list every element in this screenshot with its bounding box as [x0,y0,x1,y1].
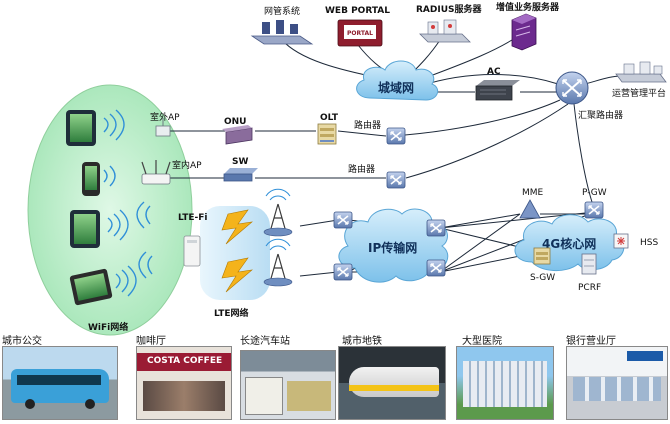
wifi-network-label: WiFi网络 [88,321,128,333]
ip-router-3[interactable] [426,219,446,237]
router-2-label: 路由器 [348,163,375,175]
lte-network-label: LTE网络 [214,307,249,319]
aggregation-router-label: 汇聚路由器 [578,109,623,121]
indoor-ap-label: 室内AP [172,159,202,171]
lte-signal-bolts [221,209,253,293]
metro-network-cloud: 城域网 [356,60,439,101]
onu-label: ONU [224,117,247,127]
scene-caption-hospital: 大型医院 [462,336,502,347]
aggregation-router[interactable]: 汇聚路由器 [555,71,623,121]
router-1-label: 路由器 [354,119,381,131]
ac-label: AC [487,67,501,77]
ac-controller[interactable]: AC [475,67,520,101]
scene-photo-bus [2,346,118,420]
ops-platform[interactable]: 运营管理平台 [612,61,667,99]
tablet-device [69,268,113,306]
scene-caption-metro: 城市地铁 [342,336,382,347]
router-1[interactable]: 路由器 [354,119,406,145]
mme-node[interactable]: MME [519,188,544,219]
pgw-node[interactable]: P-GW [582,188,607,219]
value-added-label: 增值业务服务器 [496,1,560,13]
nms-server[interactable]: 网管系统 [250,5,314,45]
ip-router-4[interactable] [426,259,446,277]
pcrf-node[interactable]: PCRF [578,253,601,293]
scene-photo-metro [338,346,446,420]
hss-node[interactable]: HSS [613,233,658,249]
scene-caption-bus: 城市公交 [2,336,42,347]
switch-label: SW [232,157,248,167]
scene-caption-bus-station: 长途汽车站 [240,336,290,347]
web-portal-label: WEB PORTAL [325,6,390,16]
scene-photo-cafe: COSTA COFFEE [136,346,232,420]
pcrf-label: PCRF [578,283,601,293]
olt-device[interactable]: OLT [317,113,339,145]
nms-label: 网管系统 [264,5,300,17]
switch-device[interactable]: SW [223,157,258,182]
outdoor-ap-label: 室外AP [150,111,180,123]
smartphone-1 [66,110,96,146]
value-added-server[interactable]: 增值业务服务器 [496,1,560,51]
onu-device[interactable]: ONU [222,117,253,145]
ip-router-2[interactable] [333,263,353,281]
radius-label: RADIUS服务器 [416,3,483,15]
lte-fi-label: LTE-Fi [178,213,208,223]
router-2[interactable]: 路由器 [348,163,406,189]
core-4g-label: 4G核心网 [542,236,596,251]
metro-label: 城域网 [378,80,414,95]
ip-network-cloud: IP传输网 [338,208,449,283]
lte-zone [200,206,270,300]
portal-screen-text: PORTAL [347,30,373,37]
scene-photo-bank [566,346,668,420]
base-station-1[interactable] [263,188,293,237]
scene-caption-bank: 银行营业厅 [566,336,616,347]
ip-router-1[interactable] [333,211,353,229]
ops-platform-label: 运营管理平台 [612,87,666,99]
ip-network-label: IP传输网 [368,240,417,255]
sgw-label: S-GW [530,273,555,283]
pgw-label: P-GW [582,188,607,198]
web-portal-server[interactable]: PORTAL WEB PORTAL [325,6,390,47]
base-station-2[interactable] [263,238,293,287]
core-4g-cloud: 4G核心网 [514,214,625,271]
scene-photo-bus-station [240,350,336,420]
sgw-node[interactable]: S-GW [530,247,555,283]
olt-label: OLT [320,113,339,123]
lte-fi-device[interactable]: LTE-Fi [178,213,208,267]
wifi-waves [103,109,153,297]
smartphone-3 [70,210,100,248]
radius-server[interactable]: RADIUS服务器 [416,3,483,43]
mme-label: MME [522,188,544,198]
cafe-sign-text: COSTA COFFEE [147,356,223,366]
smartphone-2 [82,162,100,196]
indoor-ap[interactable]: 室内AP [141,159,202,185]
scene-caption-cafe: 咖啡厅 [136,336,166,347]
outdoor-ap[interactable]: 室外AP [150,111,180,137]
scene-photo-hospital [456,346,554,420]
hss-label: HSS [640,238,658,248]
